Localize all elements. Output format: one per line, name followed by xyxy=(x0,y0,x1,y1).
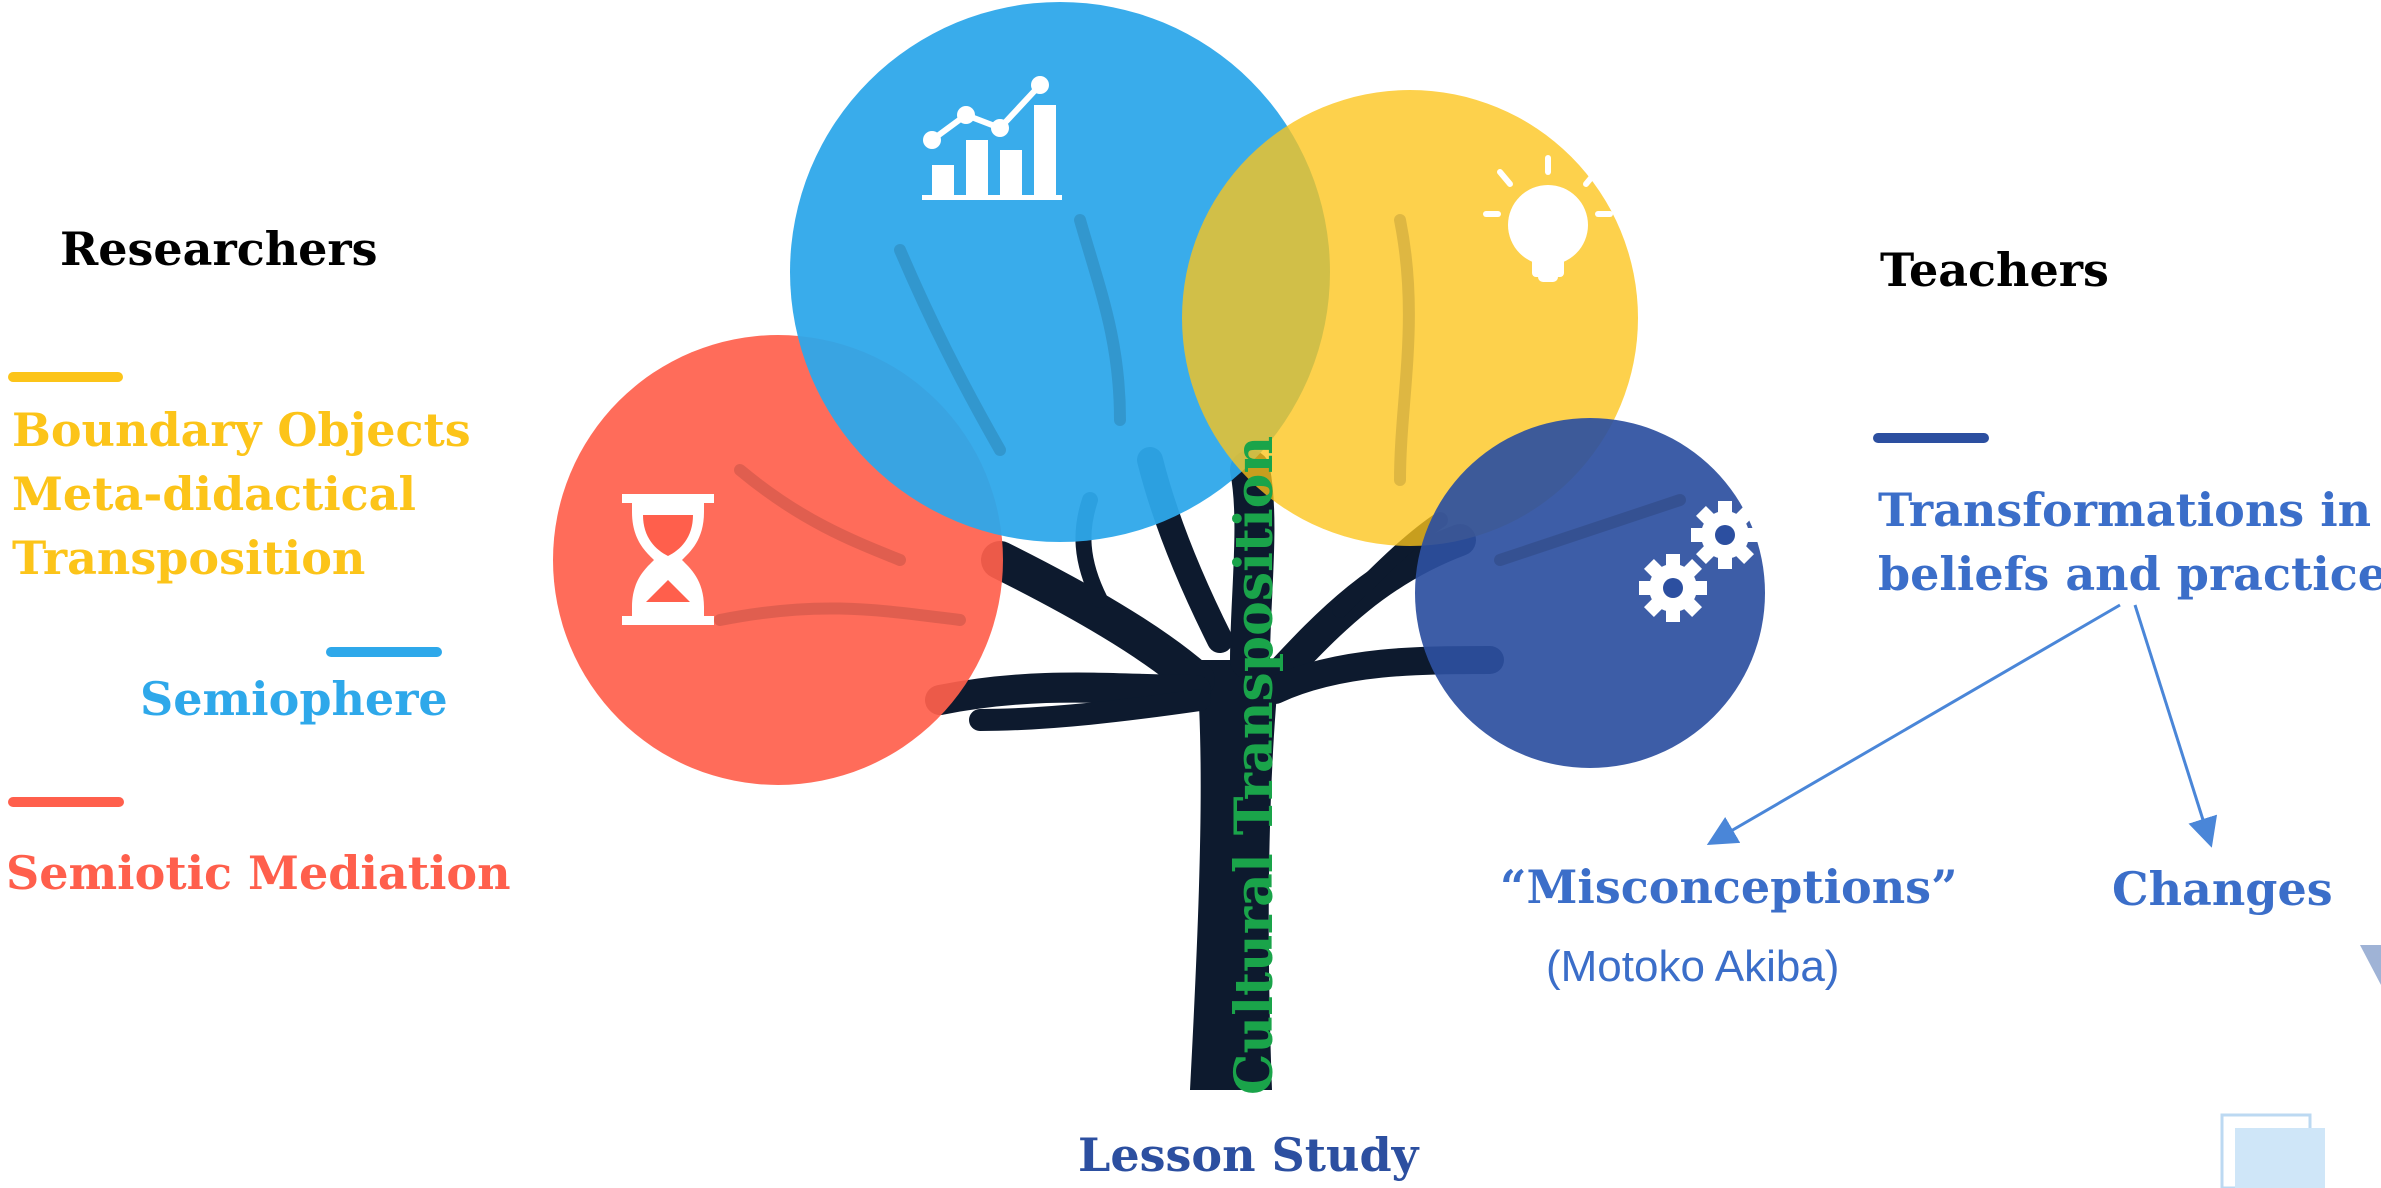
meta-didactical-label: Meta-didactical xyxy=(12,467,416,521)
transformations-line-2: beliefs and practices xyxy=(1878,547,2381,601)
changes-label: Changes xyxy=(2112,862,2333,916)
yellow-line-marker xyxy=(8,372,123,382)
yellow-concepts: Boundary Objects Meta-didactical Transpo… xyxy=(12,398,471,590)
transposition-label: Transposition xyxy=(12,531,366,585)
cultural-transposition-label: Cultural Transposition xyxy=(1224,435,1285,1095)
navy-line-marker xyxy=(1873,433,1989,443)
semiophere-label: Semiophere xyxy=(140,672,448,726)
transformations-label: Transformations in beliefs and practices xyxy=(1878,478,2381,606)
researchers-heading: Researchers xyxy=(60,222,378,276)
author-label: (Motoko Akiba) xyxy=(1546,942,1840,991)
blue-line-marker xyxy=(326,647,442,657)
gears-icon xyxy=(1639,501,1759,622)
misconceptions-label: “Misconceptions” xyxy=(1500,860,1958,914)
bar-chart-icon xyxy=(922,76,1062,200)
red-line-marker xyxy=(8,797,124,807)
lesson-study-label: Lesson Study xyxy=(1078,1128,1419,1182)
hourglass-icon xyxy=(622,494,714,625)
teachers-heading: Teachers xyxy=(1880,243,2109,297)
tree-trunk xyxy=(925,447,1504,1090)
transformations-line-1: Transformations in xyxy=(1878,483,2372,537)
arrow-to-misconceptions xyxy=(1706,603,2121,846)
semiotic-mediation-label: Semiotic Mediation xyxy=(6,846,511,900)
arrow-to-changes xyxy=(2133,604,2218,848)
navy-circle xyxy=(1415,418,1765,768)
boundary-objects-label: Boundary Objects xyxy=(12,403,471,457)
lightbulb-icon xyxy=(1483,155,1613,282)
corner-decoration xyxy=(2220,945,2381,1188)
